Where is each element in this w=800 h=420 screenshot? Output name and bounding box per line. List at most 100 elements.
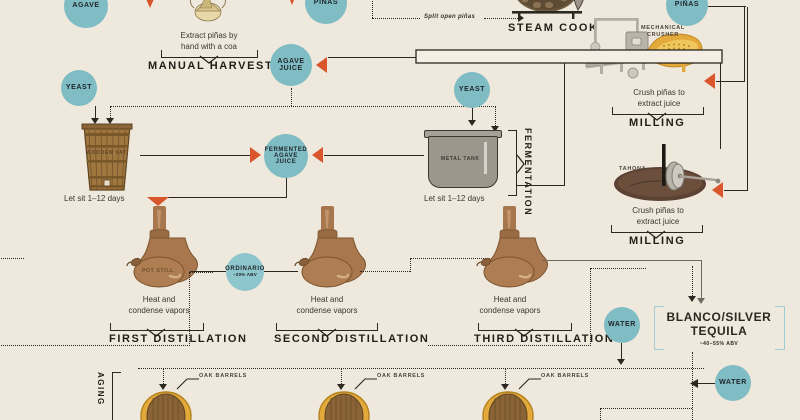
badge-fermented-agave-juice: FERMENTED AGAVE JUICE bbox=[264, 134, 308, 178]
dashed-aging-drop-1 bbox=[163, 368, 164, 386]
arrow-orange-pinas-top bbox=[286, 0, 298, 5]
badge-yeast-left-label: YEAST bbox=[65, 84, 93, 92]
line-tank-to-fermented bbox=[324, 155, 424, 157]
caption-heat-1: Heat and condense vapors bbox=[117, 295, 201, 317]
badge-ordinario-label: ORDINARIO bbox=[225, 265, 265, 272]
label-mechanical-crusher-line1: MECHANICAL bbox=[641, 25, 685, 31]
section-fermentation: FERMENTATION bbox=[523, 128, 533, 217]
dashed-split-horizontal-2 bbox=[484, 18, 518, 19]
line-ordinario-right bbox=[264, 271, 298, 273]
line-pipe-drop-left-foot bbox=[516, 185, 565, 187]
bracket-second-distillation bbox=[276, 323, 378, 331]
line-vat-to-fermented bbox=[140, 155, 250, 157]
line-fermented-across bbox=[158, 197, 287, 199]
arrow-into-blanco-dashed bbox=[688, 296, 696, 302]
arrow-orange-tank-to-fermented bbox=[312, 147, 323, 163]
section-second-distillation: SECOND DISTILLATION bbox=[274, 333, 430, 345]
caption-let-sit-right: Let sit 1–12 days bbox=[424, 194, 485, 203]
caption-heat-3-line2: condense vapors bbox=[479, 305, 541, 315]
oak-barrel-2-illustration bbox=[318, 391, 370, 420]
line-blanco-drop bbox=[701, 260, 703, 300]
line-pinas-to-crusher-horizontal bbox=[716, 81, 745, 83]
badge-pinas-right-label: PIÑAS bbox=[674, 1, 700, 9]
label-mechanical-crusher: MECHANICAL CRUSHER bbox=[641, 25, 685, 40]
arrow-aging-2 bbox=[337, 384, 345, 390]
bracket-first-distillation bbox=[110, 323, 204, 331]
section-manual-harvesting: MANUAL HARVESTING bbox=[148, 60, 298, 72]
arrow-yeast-left-into-vat bbox=[91, 118, 99, 124]
dashed-blanco-feed bbox=[692, 266, 693, 298]
pot-still-2-illustration bbox=[294, 206, 366, 288]
badge-water-2: WATER bbox=[715, 365, 751, 401]
dashed-blanco-to-aging bbox=[692, 352, 693, 420]
line-yeast-left-down bbox=[95, 106, 97, 120]
arrow-orange-agave-juice bbox=[316, 57, 327, 73]
caption-crush-top-line2: extract juice bbox=[637, 98, 681, 108]
arrow-water-2 bbox=[690, 379, 698, 388]
caption-split-open-pinas: Split open piñas bbox=[424, 14, 476, 20]
bracket-manual-harvesting bbox=[161, 50, 258, 58]
badge-yeast-right: YEAST bbox=[454, 72, 490, 108]
pot-still-3-illustration bbox=[476, 206, 548, 288]
label-pot-still: POT STILL bbox=[142, 268, 174, 274]
arrow-orange-tahona bbox=[712, 182, 723, 198]
label-tahona: TAHONA bbox=[619, 166, 647, 172]
dashed-blanco-left-top bbox=[590, 268, 646, 269]
badge-agave-juice: AGAVE JUICE bbox=[270, 44, 312, 86]
label-mechanical-crusher-line2: CRUSHER bbox=[646, 32, 680, 39]
bracket-pointer-manual-harvesting bbox=[199, 55, 219, 64]
arrow-aging-3 bbox=[501, 384, 509, 390]
dashed-aging-drop-2 bbox=[341, 368, 342, 386]
dashed-blanco-left-riser bbox=[590, 268, 591, 346]
line-pinas-to-crusher-vertical bbox=[744, 6, 746, 82]
bracket-aging-top bbox=[112, 372, 121, 374]
oak-barrels-3-leader bbox=[518, 378, 541, 390]
oak-barrels-1-leader bbox=[176, 378, 199, 390]
dashed-to-metal-tank bbox=[495, 106, 496, 128]
oak-barrels-2-leader bbox=[354, 378, 377, 390]
badge-water-2-label: WATER bbox=[719, 379, 747, 387]
dashed-agave-juice-down bbox=[291, 88, 292, 106]
badge-pinas-top-label: PIÑAS bbox=[313, 0, 339, 7]
dashed-bypass-top-right bbox=[189, 272, 213, 273]
line-juice-pipe-right-riser bbox=[720, 63, 722, 149]
label-oak-barrels-2: OAK BARRELS bbox=[377, 373, 426, 379]
section-milling-bottom: MILLING bbox=[629, 235, 686, 247]
bracket-aging-spine bbox=[112, 372, 114, 420]
pot-still-1-illustration bbox=[126, 206, 198, 288]
line-third-still-to-blanco bbox=[542, 260, 702, 262]
dashed-split-vertical bbox=[372, 0, 373, 18]
arrow-aging-1 bbox=[159, 384, 167, 390]
dashed-bottom-box-top bbox=[600, 408, 692, 409]
arrow-orange-to-fermented bbox=[250, 147, 261, 163]
bracket-third-distillation bbox=[478, 323, 572, 331]
dashed-agave-juice-left bbox=[110, 106, 292, 107]
bracket-pointer-milling-bottom bbox=[646, 230, 666, 239]
bracket-pointer-third-distillation bbox=[514, 328, 534, 337]
label-wooden-vat: WOODEN VAT bbox=[86, 150, 127, 156]
dashed-agave-juice-right bbox=[291, 106, 496, 107]
oak-barrel-1-illustration bbox=[140, 391, 192, 420]
oak-barrel-3-illustration bbox=[482, 391, 534, 420]
dashed-third-feed bbox=[410, 258, 498, 259]
badge-ordinario: ORDINARIO ~20% ABV bbox=[225, 253, 265, 291]
dashed-blanco-left-bottom bbox=[428, 345, 591, 346]
badge-water-1: WATER bbox=[604, 307, 640, 343]
dashed-bypass-top bbox=[0, 258, 24, 259]
wooden-vat-illustration bbox=[81, 123, 133, 191]
bracket-fermentation-spine bbox=[516, 130, 518, 196]
tahona-illustration bbox=[614, 144, 721, 201]
badge-agave: AGAVE bbox=[64, 0, 108, 28]
line-tahona-feed bbox=[724, 190, 748, 192]
metal-tank-highlight bbox=[484, 142, 487, 174]
line-tahona-riser bbox=[747, 7, 749, 191]
dashed-aging-bus bbox=[138, 368, 704, 369]
bracket-pointer-milling-top bbox=[647, 112, 667, 121]
caption-heat-2-line1: Heat and bbox=[310, 295, 344, 304]
arrow-water-1 bbox=[617, 359, 625, 365]
caption-crush-top: Crush piñas to extract juice bbox=[609, 88, 709, 110]
blanco-bracket-right bbox=[775, 306, 785, 350]
dashed-to-wooden-vat bbox=[110, 106, 111, 120]
caption-heat-2-line2: condense vapors bbox=[296, 305, 358, 315]
